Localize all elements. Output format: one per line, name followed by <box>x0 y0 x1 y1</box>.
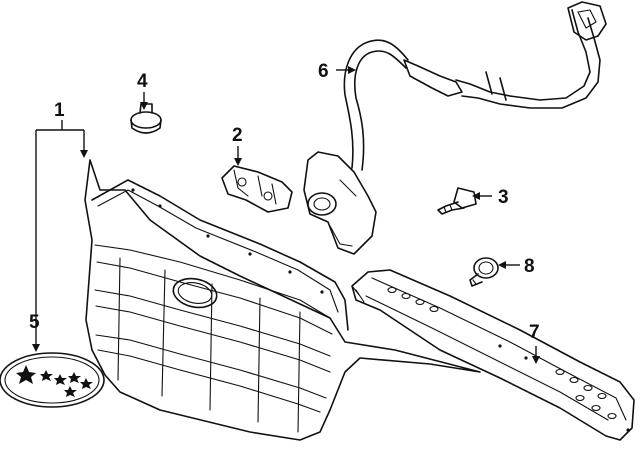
bracket-part-2 <box>221 165 293 213</box>
emblem-part <box>0 352 105 408</box>
callout-3: 3 <box>498 187 509 208</box>
grille-part <box>84 159 481 441</box>
fastener-part-8 <box>469 257 499 287</box>
lower-grille-mesh <box>387 286 617 420</box>
callout-7: 7 <box>529 322 540 343</box>
callout-8: 8 <box>524 256 535 277</box>
callout-leaders <box>32 66 540 364</box>
clip-part-4 <box>130 103 162 134</box>
lower-grille-part-7 <box>351 269 635 441</box>
harness-part-6 <box>303 1 607 255</box>
bolt-part-3 <box>437 187 477 215</box>
callout-1: 1 <box>54 100 65 121</box>
callout-5: 5 <box>29 312 40 333</box>
callout-4: 4 <box>137 71 148 92</box>
callout-6: 6 <box>318 61 329 82</box>
callout-2: 2 <box>232 125 243 146</box>
